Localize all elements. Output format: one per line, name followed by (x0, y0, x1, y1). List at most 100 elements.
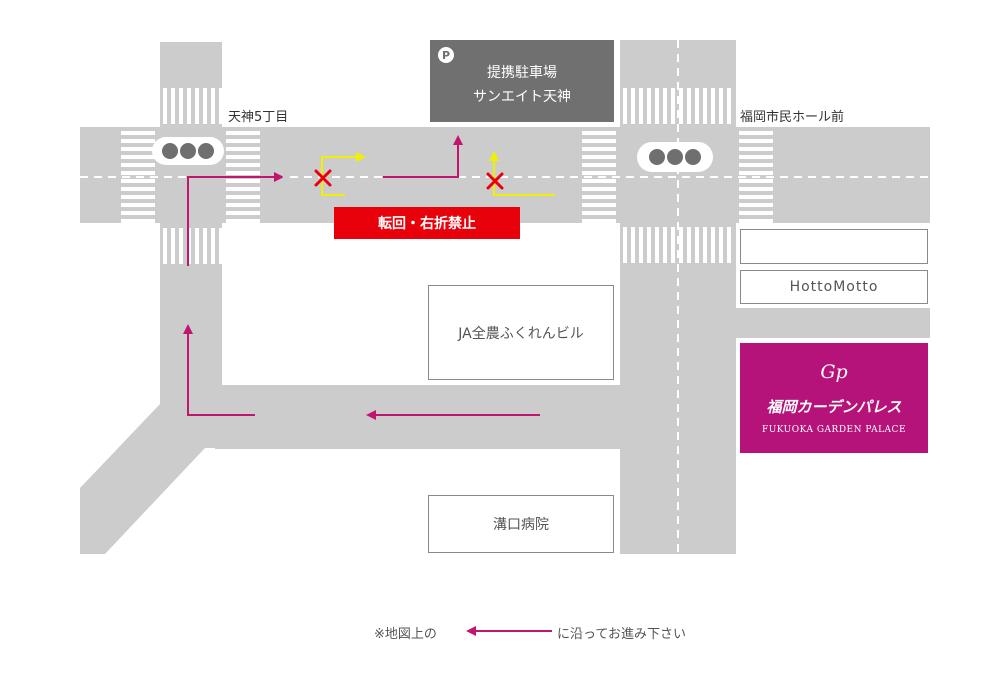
crosswalk-stripe (695, 88, 699, 124)
crosswalk-stripe (163, 228, 167, 264)
crosswalk-stripe (163, 88, 167, 124)
diagonal-road (80, 404, 222, 554)
crosswalk-stripe (582, 139, 616, 143)
cross-icon (486, 172, 504, 190)
building-ja-zennoh-label: JA全農ふくれんビル (458, 325, 584, 342)
crosswalk-stripe (711, 227, 715, 263)
crosswalk-stripe (226, 155, 260, 159)
crosswalk-stripe (663, 88, 667, 124)
crosswalk-stripe (703, 88, 707, 124)
crosswalk-stripe (631, 88, 635, 124)
crosswalk-stripe (211, 228, 215, 264)
crosswalk-stripe (582, 187, 616, 191)
crosswalk-stripe (121, 155, 155, 159)
crosswalk-stripe (739, 219, 773, 223)
parking-subname: サンエイト天神 (473, 89, 571, 105)
building-ja-zennoh: JA全農ふくれんビル (428, 285, 614, 380)
crosswalk-stripe (739, 171, 773, 175)
crosswalk-stripe (226, 147, 260, 151)
crosswalk-stripe (655, 88, 659, 124)
crosswalk-stripe (187, 88, 191, 124)
crosswalk-stripe (226, 219, 260, 223)
parking-icon: P (438, 47, 454, 63)
building-hospital-label: 溝口病院 (493, 517, 549, 533)
traffic-signal-left (152, 137, 224, 165)
crosswalk-stripe (739, 139, 773, 143)
crosswalk-stripe (655, 227, 659, 263)
crosswalk-stripe (671, 227, 675, 263)
crosswalk-stripe (226, 187, 260, 191)
crosswalk-stripe (739, 211, 773, 215)
crosswalk-stripe (226, 171, 260, 175)
route-arrow-north-left (183, 324, 255, 416)
crosswalk-stripe (647, 88, 651, 124)
hotel-fukuoka-garden-palace: Gp 福岡カーデンパレス FUKUOKA GARDEN PALACE (740, 343, 928, 453)
route-arrow-to-parking (383, 135, 463, 178)
crosswalk-stripe (121, 203, 155, 207)
building-blank (740, 229, 928, 264)
building-hottomotto-label: HottoMotto (789, 279, 879, 295)
crosswalk-stripe (203, 228, 207, 264)
crosswalk-stripe (171, 228, 175, 264)
crosswalk-stripe (687, 88, 691, 124)
crosswalk-stripe (687, 227, 691, 263)
hotel-name-en: FUKUOKA GARDEN PALACE (761, 425, 907, 435)
crosswalk-stripe (719, 88, 723, 124)
crosswalk-stripe (639, 88, 643, 124)
crosswalk-stripe (639, 227, 643, 263)
building-mizoguchi-hospital: 溝口病院 (428, 495, 614, 553)
hotel-logo: Gp (820, 361, 848, 383)
crosswalk-stripe (671, 88, 675, 124)
route-arrows (183, 135, 540, 420)
right-south-road (620, 222, 736, 554)
intersection-label-tenjin: 天神5丁目 (228, 110, 289, 125)
crosswalk-stripe (179, 228, 183, 264)
crosswalk-stripe (679, 88, 683, 124)
crosswalk-stripe (226, 195, 260, 199)
crosswalk-stripe (582, 203, 616, 207)
crosswalk-stripe (226, 163, 260, 167)
crosswalk-stripe (121, 187, 155, 191)
crosswalk-stripe (226, 139, 260, 143)
crosswalk-stripe (739, 179, 773, 183)
crosswalk-stripe (582, 155, 616, 159)
crosswalk-stripe (582, 147, 616, 151)
warning-banner: 転回・右折禁止 (334, 207, 520, 239)
crosswalk-stripe (623, 88, 627, 124)
crosswalk-stripe (121, 163, 155, 167)
crosswalk-stripe (727, 88, 731, 124)
crosswalk-stripe (711, 88, 715, 124)
crosswalk-stripe (171, 88, 175, 124)
crosswalk-stripe (739, 155, 773, 159)
crosswalk-stripe (727, 227, 731, 263)
side-road (730, 308, 930, 338)
crosswalk-stripe (739, 195, 773, 199)
crosswalk-stripe (582, 171, 616, 175)
crosswalk-stripe (739, 147, 773, 151)
hotel-name-ja: 福岡カーデンパレス (766, 398, 902, 416)
crosswalk-stripe (179, 88, 183, 124)
crosswalk-stripe (226, 203, 260, 207)
crosswalk-stripe (582, 219, 616, 223)
crosswalk-stripe (121, 195, 155, 199)
crosswalk-stripe (631, 227, 635, 263)
middle-road (215, 385, 625, 449)
intersection-label-shimin-hall: 福岡市民ホール前 (740, 110, 845, 125)
crosswalk-stripe (739, 187, 773, 191)
crosswalk-stripe (121, 211, 155, 215)
route-arrow-turn-east (187, 172, 284, 266)
crosswalk-stripe (203, 88, 207, 124)
crosswalk-stripe (647, 227, 651, 263)
traffic-signal-right (637, 142, 713, 172)
crosswalk-stripe (226, 131, 260, 135)
crosswalk-stripe (582, 163, 616, 167)
building-hottomotto: HottoMotto (740, 270, 928, 304)
crosswalk-stripe (219, 228, 223, 264)
crosswalk-stripe (121, 219, 155, 223)
crosswalk-stripe (703, 227, 707, 263)
crosswalk-stripe (226, 179, 260, 183)
crosswalk-stripe (739, 163, 773, 167)
crosswalk-stripe (121, 147, 155, 151)
crosswalk-stripe (719, 227, 723, 263)
